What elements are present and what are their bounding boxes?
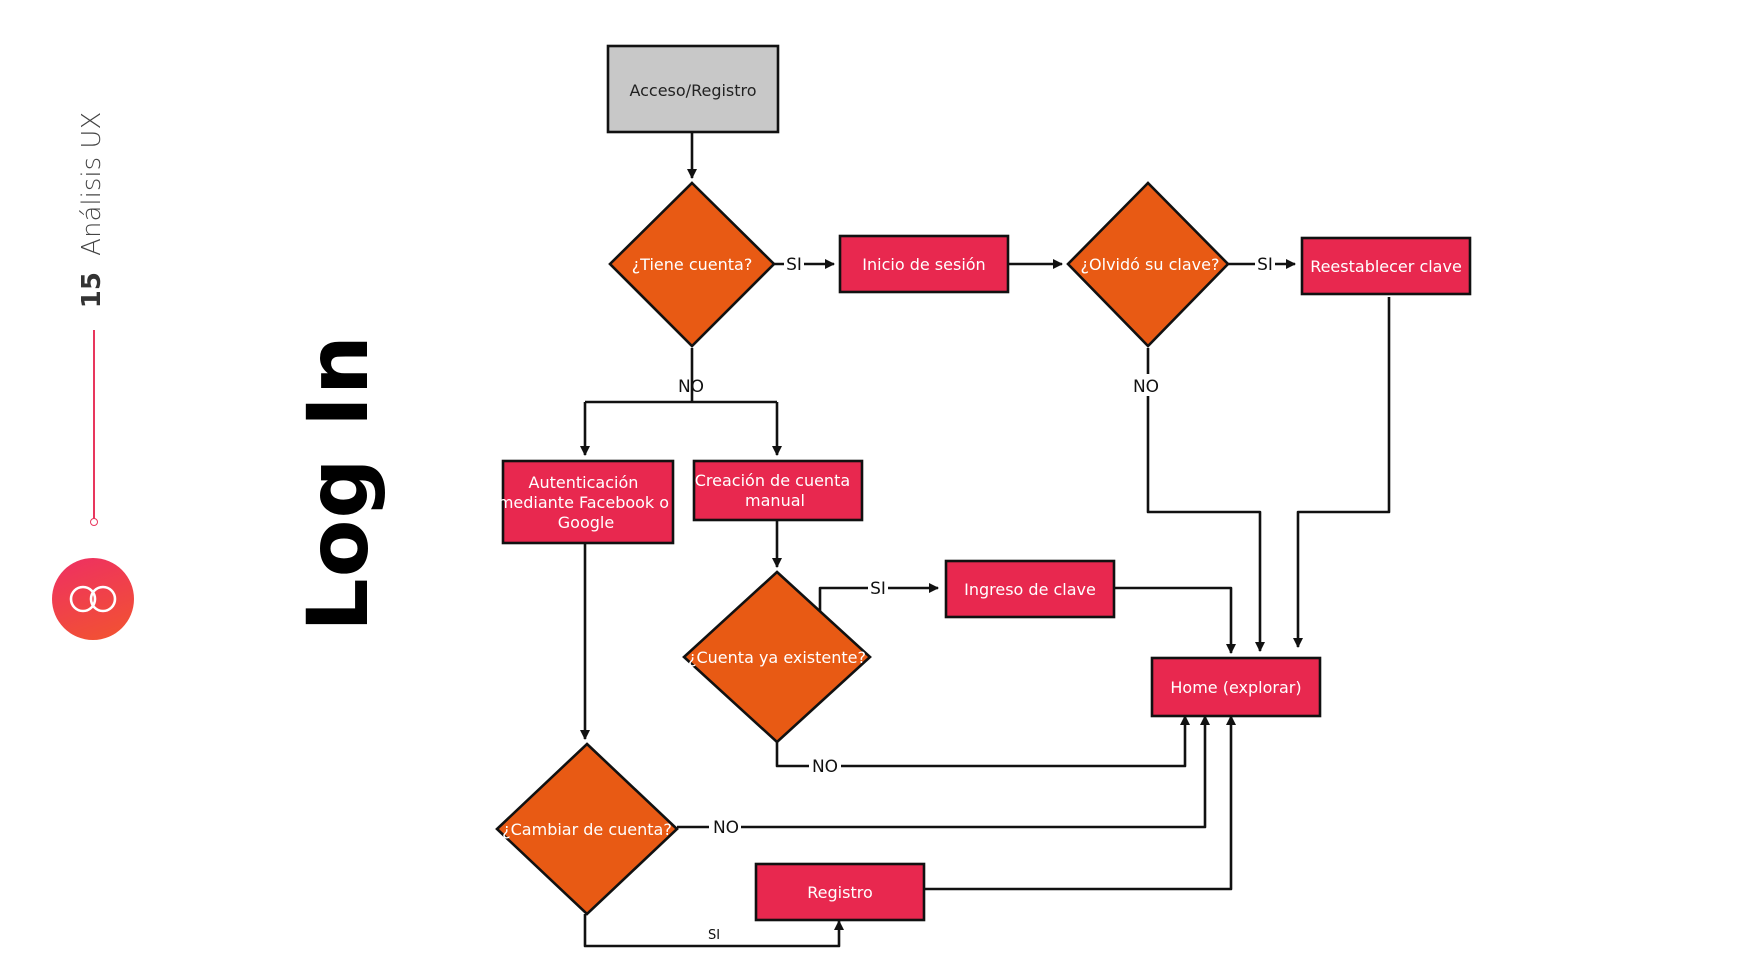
node-inicio-sesion: Inicio de sesión: [838, 234, 1010, 294]
node-registro: Registro: [754, 862, 926, 922]
edge-cambiar-no-home: [677, 715, 1210, 829]
node-label: Autenticación mediante Facebook o Google: [498, 473, 674, 532]
node-label: ¿Olvidó su clave?: [1081, 255, 1220, 274]
node-ingreso-clave: Ingreso de clave: [944, 559, 1116, 619]
node-label: Acceso/Registro: [629, 81, 756, 100]
accent-divider-line: [93, 330, 95, 520]
node-label: ¿Cuenta ya existente?: [688, 648, 866, 667]
node-autenticacion: Autenticación mediante Facebook o Google: [498, 459, 675, 545]
edge-cambiar-si-registro: [583, 914, 844, 948]
edge-ingreso-to-home: [1114, 586, 1236, 654]
edge-label-si: SI: [786, 255, 802, 275]
accent-divider-dot: [90, 518, 98, 526]
node-reestablecer-clave: Reestablecer clave: [1300, 236, 1472, 296]
node-label: ¿Cambiar de cuenta?: [502, 820, 672, 839]
edge-label-si: SI: [870, 579, 886, 599]
edge-cuenta-no-home: [775, 715, 1190, 768]
node-label: Inicio de sesión: [862, 255, 985, 274]
node-label: Home (explorar): [1170, 678, 1301, 697]
node-creacion-cuenta: Creación de cuenta manual: [692, 459, 864, 522]
node-acceso: Acceso/Registro: [606, 44, 780, 134]
node-label: Registro: [807, 883, 872, 902]
edge-label-no: NO: [812, 757, 838, 777]
edge-label-no: NO: [713, 818, 739, 838]
edge-label-si: SI: [1257, 255, 1273, 275]
edge-olvido-no-home: [1146, 348, 1265, 652]
edge-label-si: SI: [708, 928, 720, 943]
node-label: ¿Tiene cuenta?: [632, 255, 753, 274]
edge-reestablecer-home: [1293, 297, 1391, 648]
node-label: Reestablecer clave: [1310, 257, 1462, 276]
edge-label-no: NO: [1133, 377, 1159, 397]
edge-registro-to-home: [923, 715, 1236, 891]
node-label: Creación de cuenta manual: [695, 471, 855, 510]
decision-olvido-clave: ¿Olvidó su clave?: [1066, 181, 1230, 348]
edge-cuenta-si-ingreso: [818, 583, 939, 611]
decision-cuenta-existente: ¿Cuenta ya existente?: [682, 570, 872, 744]
infinity-logo-icon: [52, 558, 134, 640]
decision-tiene-cuenta: ¿Tiene cuenta?: [608, 181, 776, 348]
edge-label-no: NO: [678, 377, 704, 397]
node-label: Ingreso de clave: [964, 580, 1096, 599]
decision-cambiar-cuenta: ¿Cambiar de cuenta?: [495, 742, 679, 916]
edge-tiene-no-split: [585, 348, 777, 404]
node-home: Home (explorar): [1150, 656, 1322, 718]
